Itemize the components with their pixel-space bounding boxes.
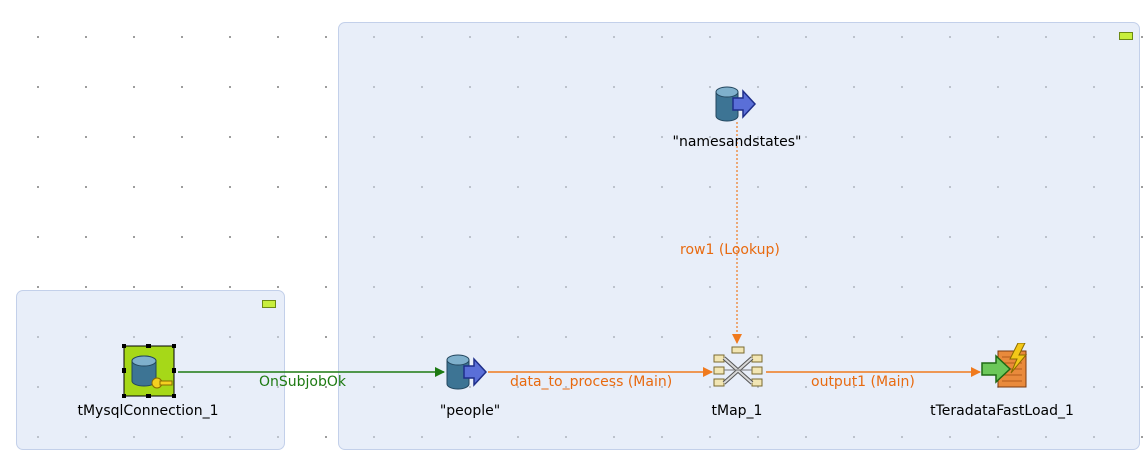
onsubjobok-label: OnSubjobOk — [259, 374, 347, 390]
subjob-collapse-button[interactable] — [262, 300, 276, 308]
component-tmysqlconnection[interactable] — [121, 343, 177, 399]
component-people[interactable] — [444, 352, 488, 392]
component-label-tmysqlconnection: tMysqlConnection_1 — [77, 403, 219, 419]
teradata-fastload-icon — [981, 342, 1028, 388]
lookup-label: row1 (Lookup) — [680, 242, 780, 258]
database-input-icon — [715, 86, 757, 122]
subjob-collapse-button[interactable] — [1119, 32, 1133, 40]
component-label-namesandstates: "namesandstates" — [672, 134, 802, 150]
data-to-process-label: data_to_process (Main) — [510, 374, 673, 390]
component-namesandstates[interactable] — [713, 84, 757, 124]
component-tmap[interactable] — [712, 345, 764, 397]
tmap-icon — [713, 346, 763, 387]
output1-label: output1 (Main) — [811, 374, 915, 390]
component-label-tteradatafastload: tTeradataFastLoad_1 — [930, 403, 1074, 419]
database-input-icon — [446, 354, 488, 390]
component-tteradatafastload[interactable] — [980, 342, 1034, 397]
component-label-tmap: tMap_1 — [711, 403, 763, 419]
component-label-people: "people" — [439, 403, 501, 419]
mysql-connection-icon — [121, 343, 177, 399]
